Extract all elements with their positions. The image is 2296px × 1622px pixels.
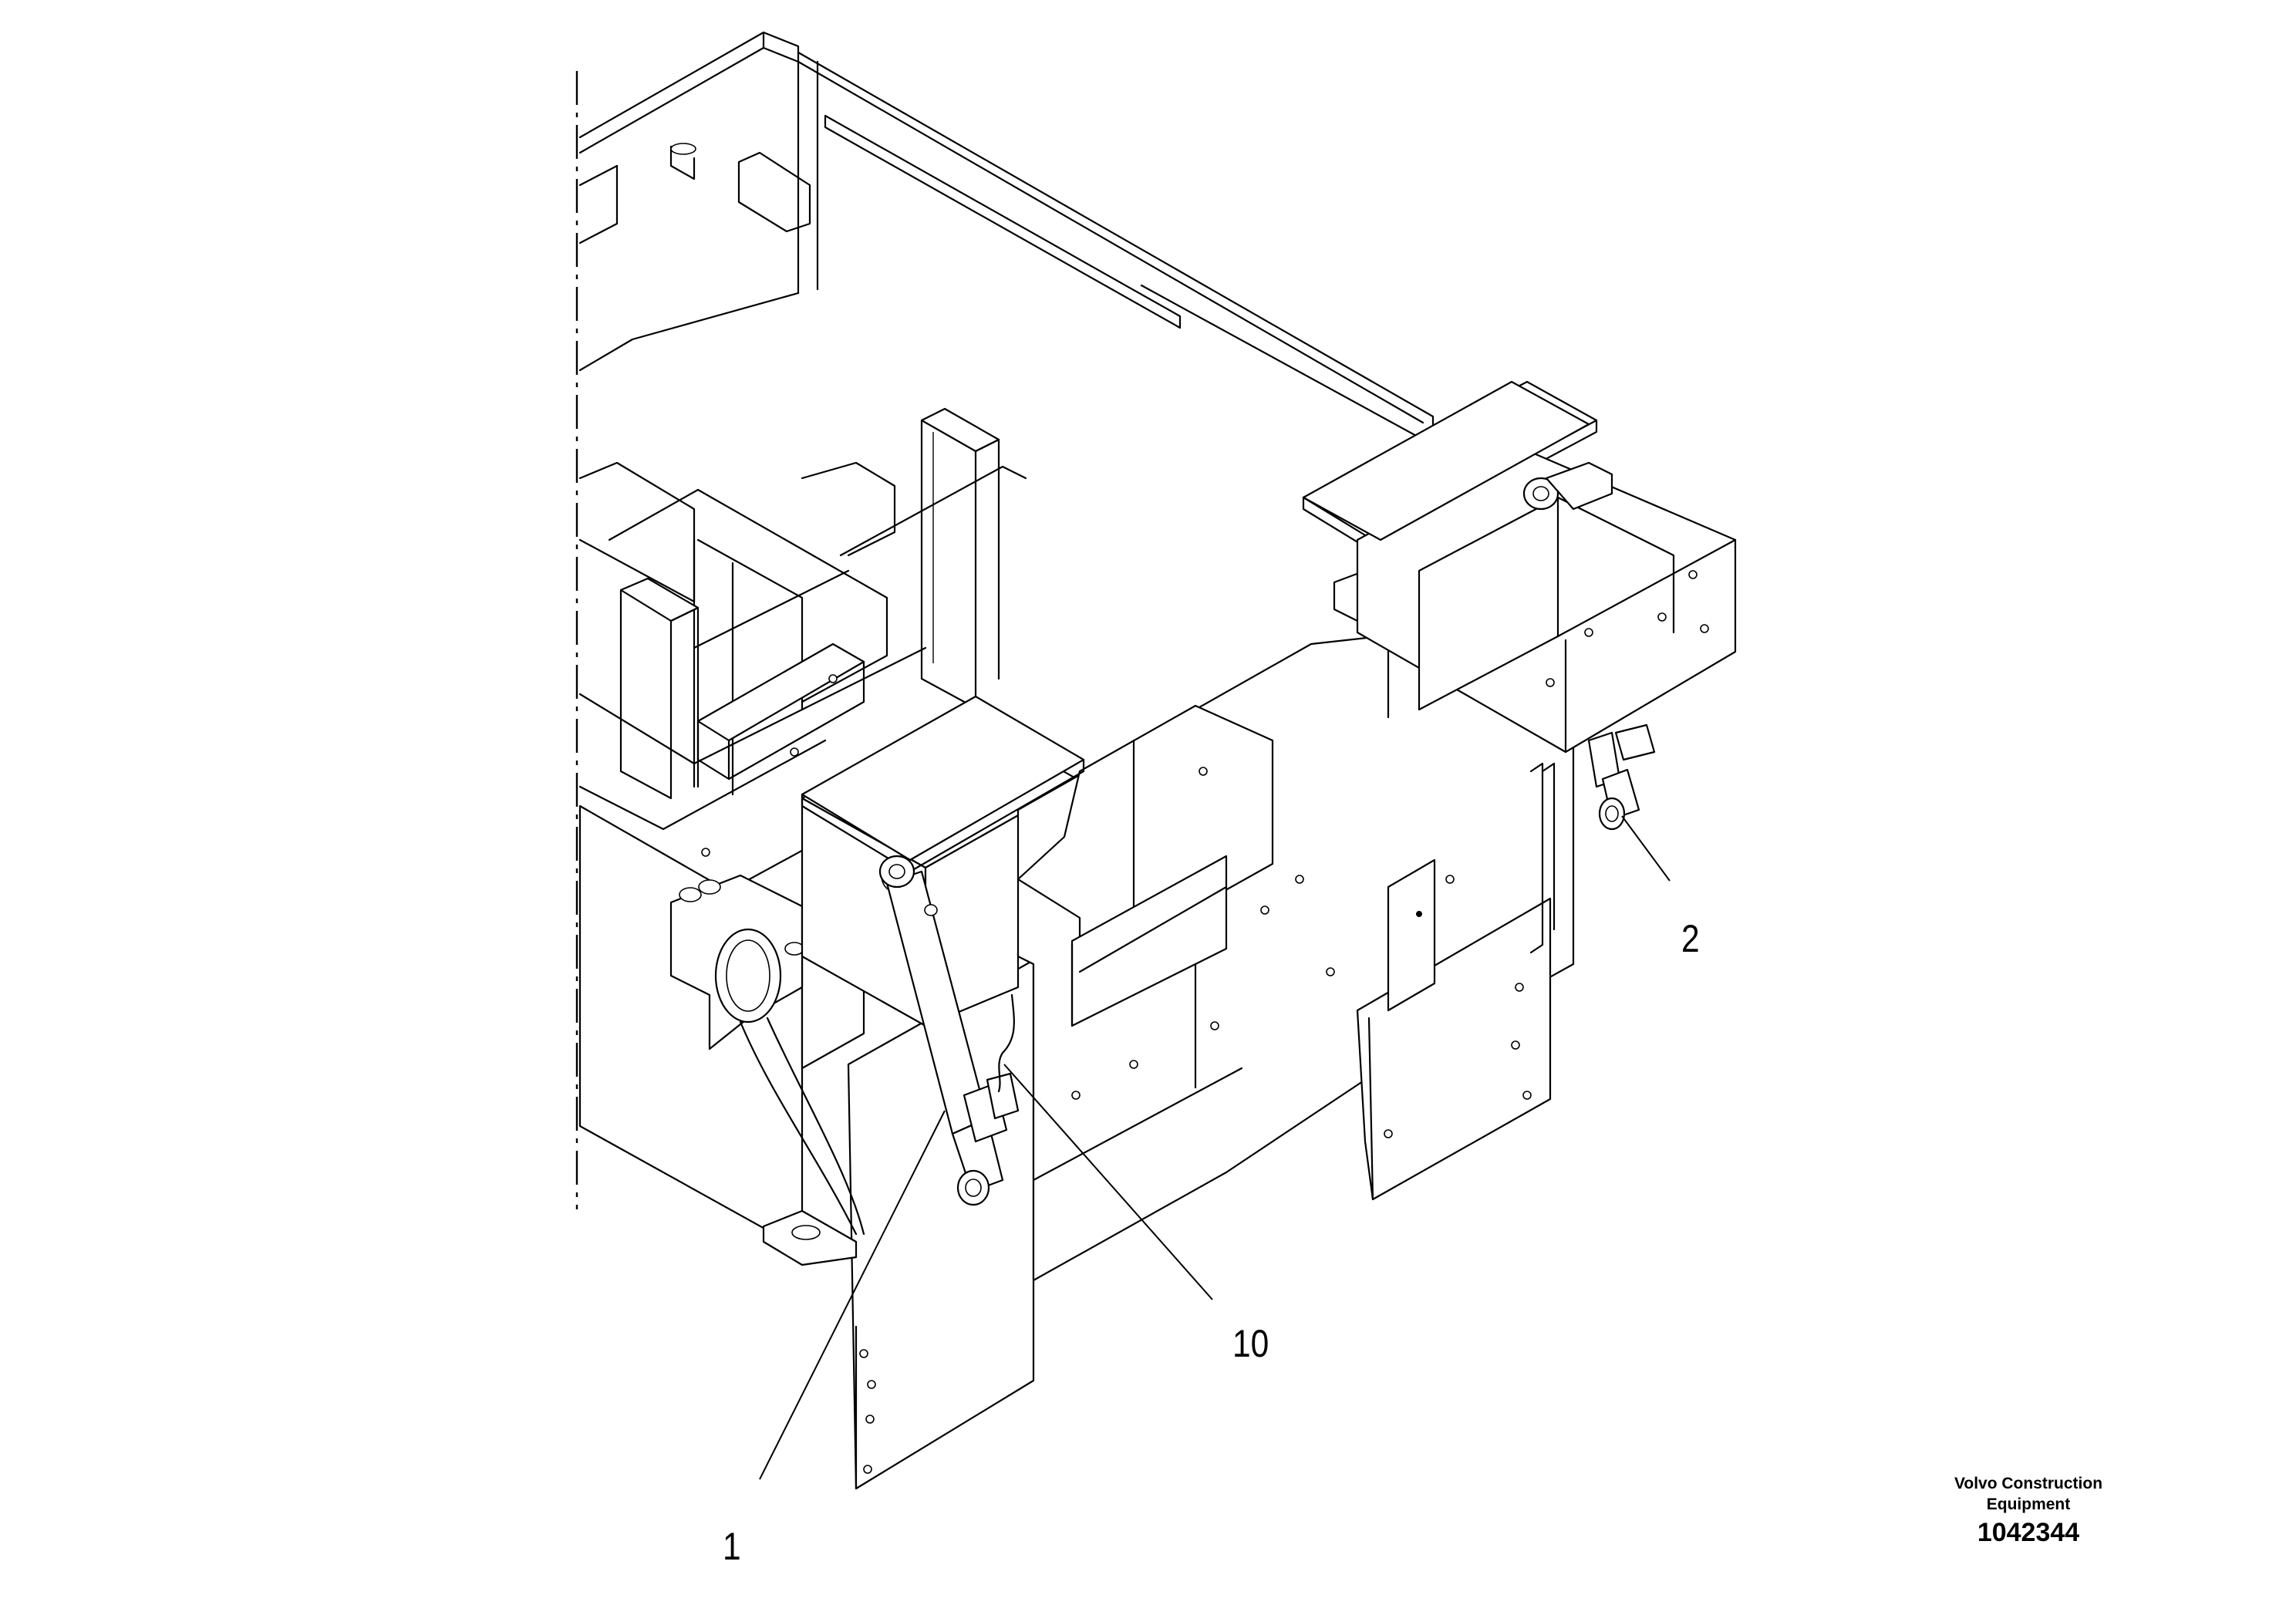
leader-10: [1003, 1064, 1213, 1300]
mounting-holes: [701, 570, 1709, 1474]
callout-1: 1: [723, 1525, 741, 1568]
right-box-lid: [1302, 380, 1590, 541]
upper-bracket: [669, 143, 811, 233]
callout-10: 10: [1232, 1322, 1269, 1365]
frame-top-rail: [578, 31, 1436, 447]
brand-subname: Equipment: [1986, 1496, 2071, 1513]
bearing-housing: [669, 874, 865, 1236]
callout-2: 2: [1681, 917, 1700, 960]
wire-harness-10: [997, 993, 1015, 1093]
document-number: 1042344: [1977, 1518, 2080, 1547]
leader-1: [759, 1110, 946, 1480]
leader-2: [1621, 815, 1671, 882]
hydraulic-cylinder-1: [878, 855, 1020, 1206]
cross-beam: [696, 642, 865, 781]
vertical-post-front: [619, 577, 700, 800]
small-cylinder-2: [1587, 723, 1656, 831]
brand-name: Volvo Construction: [1954, 1475, 2103, 1492]
vertical-post-rear: [920, 407, 1000, 710]
right-lower-plate: [1356, 762, 1556, 1201]
